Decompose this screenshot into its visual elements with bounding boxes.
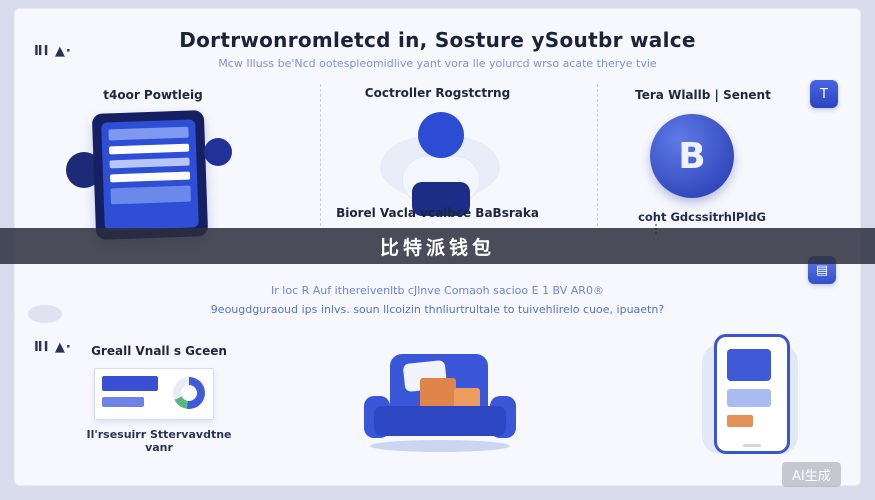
bottom-heading-left: Greall Vnall s Gceen	[91, 344, 227, 358]
page-title: Dortrwonromletcd in, Sosture ySoutbr wal…	[179, 28, 696, 52]
note-line-2: 9eougdguraoud ips inlvs. soun llcoizin t…	[210, 303, 665, 316]
tablet-body	[91, 110, 209, 240]
phone-screen-block	[727, 415, 753, 427]
sofa-illustration	[362, 352, 518, 454]
card-bar	[102, 376, 158, 391]
screen-row	[109, 171, 191, 183]
coin-badge: B	[650, 114, 734, 198]
phone-body	[714, 334, 790, 454]
brand-logo-bottom: ⅡⅠ ▲·	[34, 340, 72, 355]
banner-text: 比特派钱包	[379, 236, 495, 259]
tablet-illustration	[66, 110, 232, 242]
person-illustration	[378, 106, 502, 218]
column-divider	[320, 84, 321, 226]
wallet-app-icon-glyph: T	[820, 86, 828, 102]
sofa-shadow	[370, 440, 510, 452]
feature-heading-right: Tera Wlallb | Senent	[635, 88, 771, 102]
bottom-caption-left: Il'rsesuirr Sttervavdtne vanr	[86, 428, 232, 454]
wallet-app-icon[interactable]: T	[810, 80, 838, 108]
screen-row	[110, 185, 191, 205]
feature-caption-center: Biorel Vacla vcalbce BaBsraka	[336, 206, 539, 220]
person-head	[418, 112, 464, 158]
person-torso	[412, 182, 470, 216]
brand-logo-top: ⅡⅠ ▲·	[34, 44, 72, 59]
screen-card-illustration	[94, 368, 214, 420]
phone-screen-block	[727, 389, 771, 407]
package-box	[420, 378, 456, 408]
card-app-icon-glyph: ▤	[815, 262, 829, 278]
sofa-seat	[374, 406, 506, 436]
package-box	[454, 388, 480, 410]
column-divider	[597, 84, 598, 226]
ai-watermark: AI生成	[782, 462, 841, 487]
page-subtitle: Mcw Illuss be'Ncd ootespleomidlive yant …	[218, 57, 657, 70]
tablet-screen	[101, 119, 199, 231]
phone-screen-block	[727, 349, 771, 381]
decor-circle-right	[204, 138, 232, 166]
phone-home-bar	[743, 444, 761, 447]
decor-ellipse	[28, 305, 62, 323]
feature-heading-left: t4oor Powtleig	[103, 88, 203, 102]
donut-chart-icon	[173, 377, 205, 409]
feature-heading-center: Coctroller Rogstctrng	[364, 86, 511, 100]
screen-row	[108, 126, 189, 141]
phone-illustration	[702, 334, 798, 460]
screen-row	[109, 157, 190, 169]
coin-letter: B	[678, 135, 706, 177]
screen-row	[108, 143, 190, 155]
note-line-1: Ir loc R Auf ithereivenltb cJlnve Comaoh…	[271, 284, 604, 297]
card-bar	[102, 397, 144, 407]
overlay-banner: 比特派钱包	[0, 228, 875, 264]
feature-caption-right: coht GdcssitrhlPldG	[638, 210, 766, 224]
